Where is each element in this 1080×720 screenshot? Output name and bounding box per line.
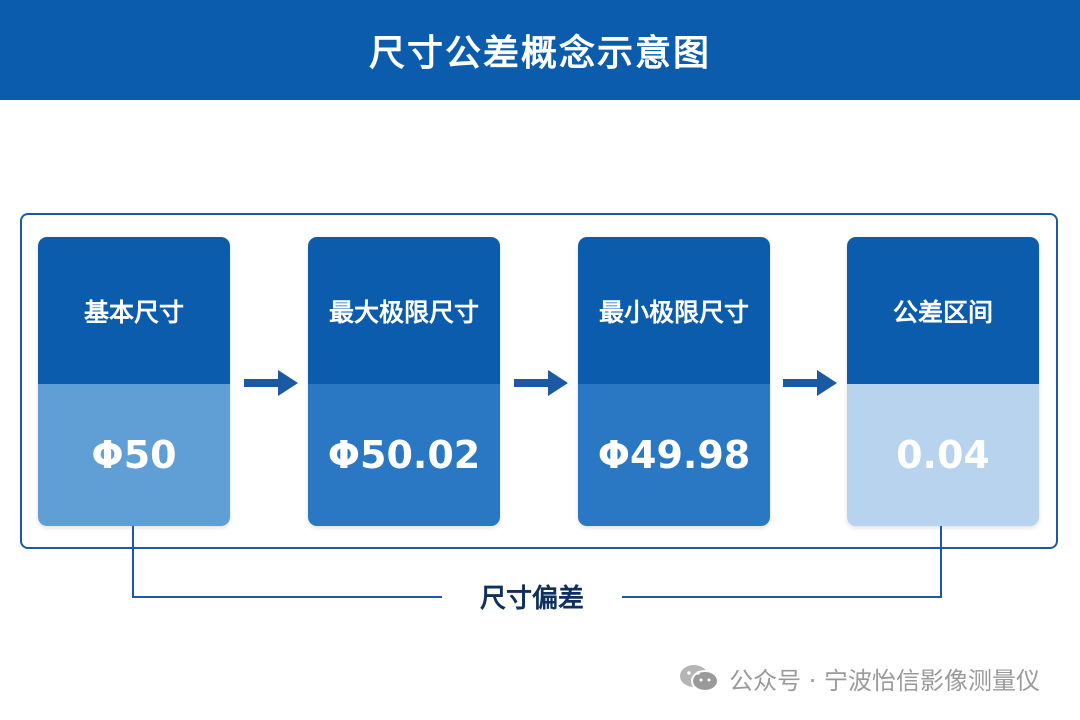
header-bar: 尺寸公差概念示意图 [0, 0, 1080, 100]
card-min-limit: 最小极限尺寸 Φ49.98 [578, 237, 770, 526]
page-title: 尺寸公差概念示意图 [368, 33, 711, 74]
card-title: 最大极限尺寸 [308, 237, 500, 384]
arrow-right-icon [244, 370, 298, 396]
card-title: 公差区间 [847, 237, 1039, 384]
wechat-icon [680, 665, 720, 692]
card-basic-size: 基本尺寸 Φ50 [38, 237, 230, 526]
card-title: 基本尺寸 [38, 237, 230, 384]
card-tolerance-zone: 公差区间 0.04 [847, 237, 1039, 526]
card-value: Φ50.02 [308, 384, 500, 526]
card-value: Φ49.98 [578, 384, 770, 526]
watermark-text: 公众号 · 宁波怡信影像测量仪 [729, 666, 1040, 695]
card-value: Φ50 [38, 384, 230, 526]
card-max-limit: 最大极限尺寸 Φ50.02 [308, 237, 500, 526]
card-title: 最小极限尺寸 [578, 237, 770, 384]
arrow-right-icon [783, 370, 837, 396]
deviation-label: 尺寸偏差 [442, 576, 622, 616]
watermark: 公众号 · 宁波怡信影像测量仪 [677, 660, 1040, 696]
card-value: 0.04 [847, 384, 1039, 526]
arrow-right-icon [514, 370, 568, 396]
diagram-frame [20, 213, 1058, 549]
